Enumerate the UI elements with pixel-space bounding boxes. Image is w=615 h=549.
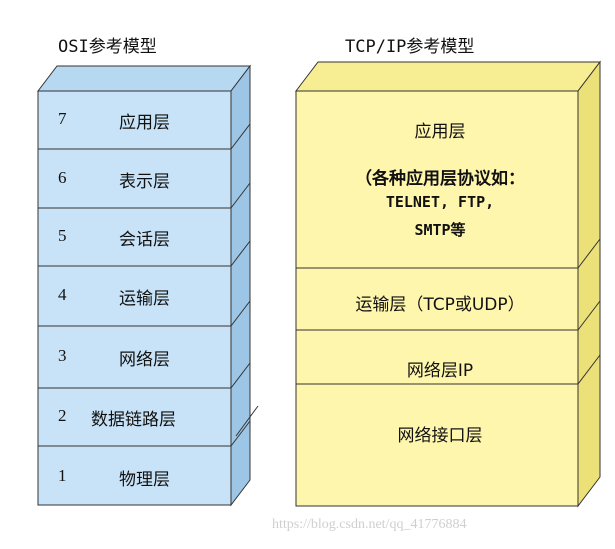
tcpip-side-divider <box>577 300 601 331</box>
osi-layer-2-box <box>37 387 232 447</box>
tcpip-interface-label: 网络接口层 <box>397 426 483 446</box>
tcpip-transport-label: 运输层（TCP或UDP） <box>355 295 525 315</box>
tcpip-network-label: 网络层IP <box>406 361 474 381</box>
osi-layer-2-number: 2 <box>58 406 67 425</box>
osi-side-divider <box>230 182 251 209</box>
tcpip-application-detail-line1: （各种应用层协议如： <box>355 169 525 189</box>
osi-layer-7-name: 应用层 <box>119 113 170 133</box>
osi-layer-4-number: 4 <box>58 285 67 304</box>
tcpip-side-divider <box>577 354 601 385</box>
osi-layer-6-number: 6 <box>58 168 67 187</box>
osi-stack <box>36 64 259 507</box>
osi-layer-2-name: 数据链路层 <box>91 410 176 430</box>
osi-layer-5-name: 会话层 <box>119 230 170 250</box>
osi-layer-5-number: 5 <box>58 226 67 245</box>
osi-layer-7-box <box>37 90 232 150</box>
osi-layer-4-name: 运输层 <box>119 289 170 309</box>
tcpip-side-divider <box>577 238 601 269</box>
tcpip-application-detail-line2: TELNET, FTP, <box>385 193 495 211</box>
osi-layer-4-box <box>37 265 232 327</box>
osi-side-divider <box>235 405 259 437</box>
osi-layer-1-box <box>37 445 232 506</box>
tcpip-application-box <box>295 90 579 269</box>
osi-layer-3-box <box>37 325 232 389</box>
tcpip-transport-box <box>295 267 579 331</box>
osi-side-divider <box>230 240 251 267</box>
osi-layer-1-name: 物理层 <box>119 470 170 490</box>
osi-layer-1-number: 1 <box>58 466 67 485</box>
osi-layer-3-number: 3 <box>58 346 67 365</box>
osi-top-face <box>36 65 252 92</box>
osi-layer-7-number: 7 <box>58 109 67 128</box>
tcpip-application-detail-line3: SMTP等 <box>414 221 466 239</box>
tcpip-stack <box>294 60 602 508</box>
osi-model-title: OSI参考模型 <box>58 37 157 57</box>
tcpip-right-face <box>577 60 601 508</box>
tcpip-network-box <box>295 329 579 385</box>
osi-layer-5-box <box>37 207 232 267</box>
watermark-url: https://blog.csdn.net/qq_41776884 <box>272 517 467 532</box>
osi-side-divider <box>230 420 251 447</box>
tcpip-model-title: TCP/IP参考模型 <box>345 37 475 57</box>
osi-side-divider <box>230 300 251 327</box>
osi-right-face <box>230 64 251 507</box>
tcpip-top-face <box>294 61 602 92</box>
osi-layer-6-name: 表示层 <box>119 172 170 192</box>
tcpip-interface-box <box>295 383 579 507</box>
osi-layer-3-name: 网络层 <box>119 350 170 370</box>
osi-side-divider <box>230 123 251 150</box>
tcpip-application-label: 应用层 <box>414 122 466 142</box>
osi-side-divider <box>230 362 251 389</box>
